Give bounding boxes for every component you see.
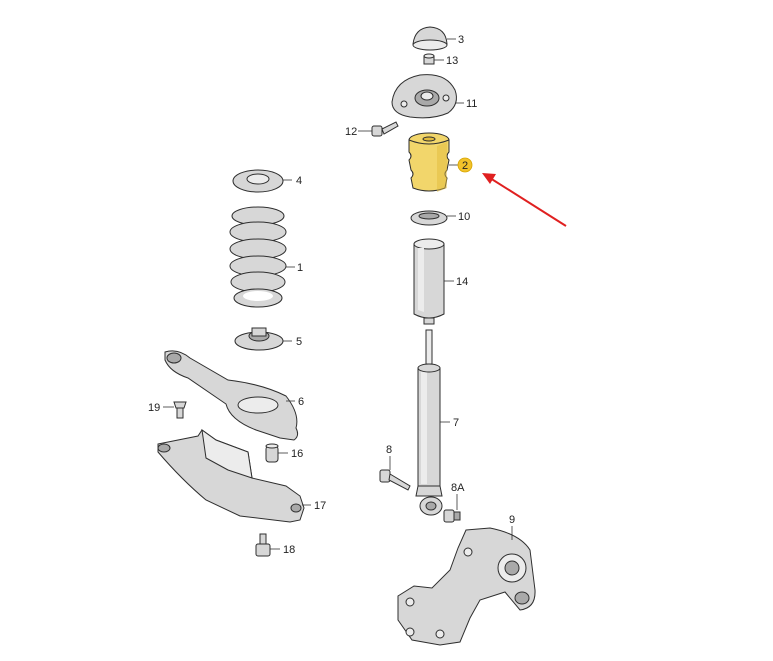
callout-4: 4 bbox=[296, 175, 302, 187]
callout-8a: 8A bbox=[451, 482, 465, 494]
part-10-seat-ring bbox=[410, 210, 448, 226]
part-9-wheel-carrier bbox=[397, 527, 536, 646]
callout-11: 11 bbox=[466, 98, 477, 110]
callout-14: 14 bbox=[456, 276, 468, 288]
callout-12: 12 bbox=[345, 126, 357, 138]
highlight-arrow bbox=[482, 173, 567, 227]
callout-2-highlight: 2 bbox=[457, 157, 473, 173]
callout-3: 3 bbox=[458, 34, 464, 46]
part-12-bolt bbox=[371, 121, 399, 137]
part-8-bolt bbox=[379, 469, 411, 491]
part-18-bolt bbox=[255, 533, 271, 557]
callout-17: 17 bbox=[314, 500, 326, 512]
part-16-bushing bbox=[265, 443, 279, 463]
part-5-lower-pad bbox=[234, 327, 284, 351]
part-13-nut bbox=[423, 53, 435, 65]
part-17-control-arm bbox=[157, 428, 305, 523]
callout-2: 2 bbox=[462, 160, 468, 172]
callout-5: 5 bbox=[296, 336, 302, 348]
callout-10: 10 bbox=[458, 211, 470, 223]
part-2-bump-stop bbox=[408, 132, 450, 192]
part-8a-nut bbox=[443, 509, 461, 523]
callout-13: 13 bbox=[446, 55, 458, 67]
callout-8: 8 bbox=[386, 444, 392, 456]
part-1-coil-spring bbox=[229, 206, 287, 308]
callout-7: 7 bbox=[453, 417, 459, 429]
part-14-boot bbox=[413, 238, 445, 325]
part-6-spring-link bbox=[164, 350, 299, 441]
callout-1: 1 bbox=[297, 262, 303, 274]
part-7-shock-absorber bbox=[415, 329, 443, 516]
callout-16: 16 bbox=[291, 448, 303, 460]
callout-6: 6 bbox=[298, 396, 304, 408]
callout-9: 9 bbox=[509, 514, 515, 526]
part-4-spring-pad bbox=[232, 169, 284, 193]
part-11-top-mount bbox=[391, 74, 457, 119]
part-19-bolt bbox=[173, 401, 187, 419]
callout-19: 19 bbox=[148, 402, 160, 414]
part-3-cap bbox=[412, 26, 448, 51]
callout-18: 18 bbox=[283, 544, 295, 556]
